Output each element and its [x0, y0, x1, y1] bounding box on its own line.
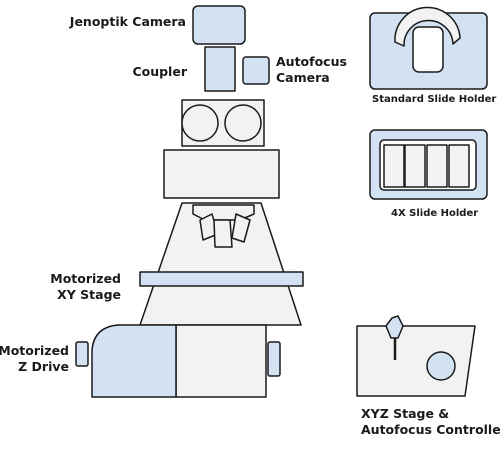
left-eyepiece-shape [181, 104, 219, 142]
autofocus-camera-label: Autofocus Camera [276, 54, 347, 85]
autofocus-camera-label-line2: Camera [276, 69, 330, 85]
controller-body-shape [356, 325, 476, 397]
motorized-z-drive-label-line2: Z Drive [18, 358, 69, 374]
four-x-slide-1-shape [383, 144, 405, 188]
motorized-xy-stage-label-line2: XY Stage [57, 286, 121, 302]
controller-knob-shape [426, 351, 456, 381]
motorized-z-drive-label: Motorized Z Drive [0, 343, 69, 374]
coupler-label: Coupler [132, 64, 187, 79]
four-x-slide-2-shape [404, 144, 426, 188]
controller-label-line1: XYZ Stage & [361, 406, 450, 421]
autofocus-camera-shape [242, 56, 270, 85]
motorized-xy-stage-label: Motorized XY Stage [50, 271, 121, 302]
standard-slide-holder-slide-shape [412, 26, 444, 73]
controller-label: XYZ Stage & Autofocus Controller [361, 406, 500, 437]
coupler-shape [204, 46, 236, 92]
four-x-slide-3-shape [426, 144, 448, 188]
motorized-xy-stage-label-line1: Motorized [50, 271, 121, 286]
motorized-xy-stage-shape [139, 271, 304, 287]
right-eyepiece-shape [224, 104, 262, 142]
microscope-upper-body-shape [163, 149, 280, 199]
z-drive-knob-left-shape [75, 341, 89, 367]
microscope-base-shape [175, 324, 267, 398]
motorized-z-drive-shape [91, 324, 177, 398]
z-drive-knob-right-shape [267, 341, 281, 377]
four-x-slide-holder-label: 4X Slide Holder [391, 208, 479, 219]
motorized-z-drive-label-line1: Motorized [0, 343, 69, 358]
autofocus-camera-label-line1: Autofocus [276, 54, 347, 69]
standard-slide-holder-label: Standard Slide Holder [372, 94, 497, 105]
jenoptik-camera-label: Jenoptik Camera [69, 14, 186, 29]
objective-center-shape [213, 219, 233, 248]
controller-label-line2: Autofocus Controller [361, 421, 500, 437]
jenoptik-camera-shape [192, 5, 246, 45]
objective-right-shape [231, 213, 251, 243]
standard-slide-holder-clip-shape [394, 6, 461, 47]
controller-joystick-shape [385, 315, 404, 339]
four-x-slide-4-shape [448, 144, 470, 188]
